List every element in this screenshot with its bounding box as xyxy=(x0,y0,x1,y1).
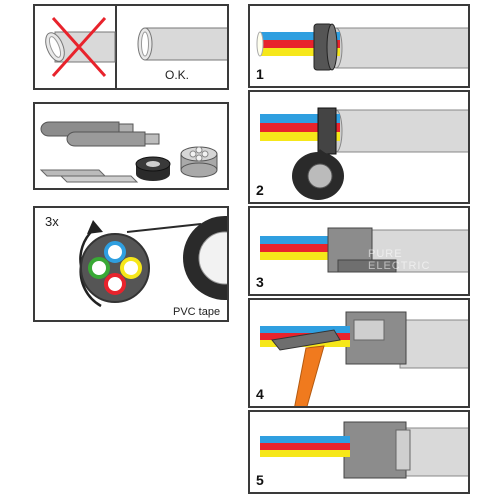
step-5-drawing xyxy=(260,421,468,479)
step-1-drawing xyxy=(256,23,468,71)
kit-parts-drawing xyxy=(39,121,218,183)
tape-wrapping-drawing xyxy=(79,216,227,308)
pvc-tape-label: PVC tape xyxy=(173,306,221,318)
step-3-wires xyxy=(260,236,340,260)
ok-cut-cable xyxy=(137,27,227,61)
step-5-number: 5 xyxy=(256,472,264,488)
step-3-half-shell xyxy=(327,227,397,273)
step-1-tape-band xyxy=(313,23,338,71)
step-3-watermark: PURE ELECTRIC xyxy=(368,248,431,272)
step-2-wires xyxy=(260,114,340,141)
step-4-number: 4 xyxy=(256,386,264,402)
step-3-panel: PURE ELECTRIC 3 xyxy=(248,206,470,296)
step-1-wires xyxy=(256,31,340,57)
cable-end-comparison-drawing xyxy=(45,6,227,88)
step-1-panel: 1 xyxy=(248,4,470,88)
step-5-sleeve xyxy=(343,421,411,479)
panel-kit-parts xyxy=(33,102,229,190)
wrong-cut-cable xyxy=(45,31,116,63)
step-2-panel: 2 xyxy=(248,90,470,204)
knife-icon xyxy=(271,329,341,406)
step-1-number: 1 xyxy=(256,66,264,82)
step-5-wires xyxy=(260,436,350,457)
pvc-tape-roll xyxy=(126,216,227,300)
ok-label: O.K. xyxy=(165,68,190,82)
step-2-drawing xyxy=(260,107,468,200)
step-3-number: 3 xyxy=(256,274,264,290)
tape-roll xyxy=(135,156,171,181)
step-4-panel: 4 xyxy=(248,298,470,408)
step-2-number: 2 xyxy=(256,182,264,198)
gel-connector-insert xyxy=(180,146,218,178)
sealing-strips xyxy=(39,169,139,183)
step-4-drawing xyxy=(260,311,468,406)
rotation-count-label: 3x xyxy=(45,214,59,229)
step-5-panel: 5 xyxy=(248,410,470,494)
panel-cable-end-comparison: O.K. xyxy=(33,4,229,90)
step-4-sleeve xyxy=(345,311,407,365)
cable-cross-section xyxy=(80,233,150,303)
red-cross-icon xyxy=(51,16,107,78)
panel-tape-wrapping: 3x PVC tape xyxy=(33,206,229,322)
step-2-tape-roll xyxy=(292,152,344,200)
half-shell-sleeves xyxy=(40,121,160,147)
step-3-drawing xyxy=(260,227,468,273)
